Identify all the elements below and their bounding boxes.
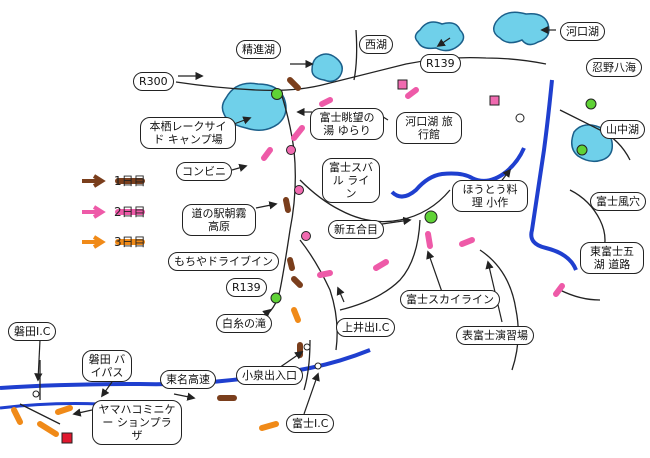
- marker-shiraito: [270, 292, 282, 304]
- label-omote-fuji: 表富士演習場: [456, 326, 534, 345]
- label-koizumi: 小泉出入口: [236, 366, 303, 385]
- lake-shojiko: [311, 53, 343, 83]
- label-shojiko: 精進湖: [236, 40, 281, 59]
- label-fuji-mountain: 富士スカイライン: [400, 290, 500, 309]
- label-oshino: 忍野八海: [586, 58, 642, 77]
- label-fuji-fuketsu: 富士風穴: [590, 192, 646, 211]
- legend-day2-label: 2日目: [114, 205, 146, 219]
- label-houtou: ほうとう料理 小作: [452, 180, 528, 212]
- label-convenience: コンビニ: [176, 162, 232, 181]
- label-kawaguchiko-lake: 河口湖: [560, 22, 605, 41]
- label-kamiide: 上井出I.C: [336, 318, 396, 337]
- label-saiko: 西湖: [359, 35, 393, 54]
- label-michinoeki: 道の駅朝霧 高原: [182, 204, 256, 236]
- label-yamanakako: 山中湖: [600, 120, 645, 139]
- label-fuji-ic: 富士I.C: [286, 414, 335, 433]
- marker-pink-3: [301, 231, 311, 241]
- label-r139-mid: R139: [226, 278, 267, 297]
- marker-yamanaka: [576, 144, 588, 156]
- label-shiraito: 白糸の滝: [216, 314, 272, 333]
- label-r300: R300: [133, 72, 174, 91]
- road-bypass-blue: [0, 402, 101, 410]
- legend-day1-arrow: [82, 173, 106, 188]
- marker-pink-1: [286, 145, 296, 155]
- marker-fuji-ic: [314, 362, 322, 370]
- legend-day3: 3日目: [80, 233, 146, 250]
- road-higashi-fuji-blue: [529, 79, 578, 271]
- marker-iwata-ic: [32, 390, 40, 398]
- lake-motosuko: [221, 82, 287, 131]
- lake-saiko: [414, 21, 465, 52]
- label-r139-top: R139: [420, 54, 461, 73]
- marker-yamaha: [61, 432, 73, 444]
- legend-day1-label: 1日目: [114, 174, 146, 188]
- label-iwata-bypass: 磐田 バイパス: [82, 350, 132, 382]
- legend-day1: 1日目: [80, 172, 146, 189]
- label-mochiya: もちやドライブイン: [168, 252, 279, 271]
- legend-day2: 2日目: [80, 203, 146, 220]
- leader-lines: [34, 25, 556, 417]
- label-kawaguchiko-hotel: 河口湖 旅行館: [396, 112, 462, 144]
- marker-hotel-2: [515, 113, 525, 123]
- marker-pink-2: [294, 185, 304, 195]
- marker-oshino: [585, 98, 597, 110]
- label-shingogome: 新五合目: [328, 220, 384, 239]
- label-iwata-ic: 磐田I.C: [8, 322, 57, 341]
- marker-shingogome: [424, 210, 438, 224]
- legend-day3-label: 3日目: [114, 235, 146, 249]
- lake-kawaguchiko: [493, 11, 550, 46]
- marker-koizumi: [303, 343, 311, 351]
- label-yamaha: ヤマハコミニケー ションプラザ: [92, 400, 182, 445]
- legend-day3-arrow: [82, 234, 106, 249]
- marker-kawaguchiko-hotel: [489, 95, 500, 106]
- legend-day2-arrow: [82, 204, 106, 219]
- label-tomei: 東名高速: [160, 370, 216, 389]
- label-higashi-fuji: 東富士五湖 道路: [580, 242, 644, 274]
- label-motosu-camp: 本栖レークサイド キャンプ場: [140, 117, 236, 149]
- marker-fujimi: [397, 79, 408, 90]
- label-fujimi-onsen: 富士眺望の湯 ゆらり: [310, 108, 384, 140]
- route-arrows: [11, 77, 565, 437]
- label-fuji-subaru: 富士スバル ライン: [322, 158, 380, 203]
- marker-motosu: [271, 88, 283, 100]
